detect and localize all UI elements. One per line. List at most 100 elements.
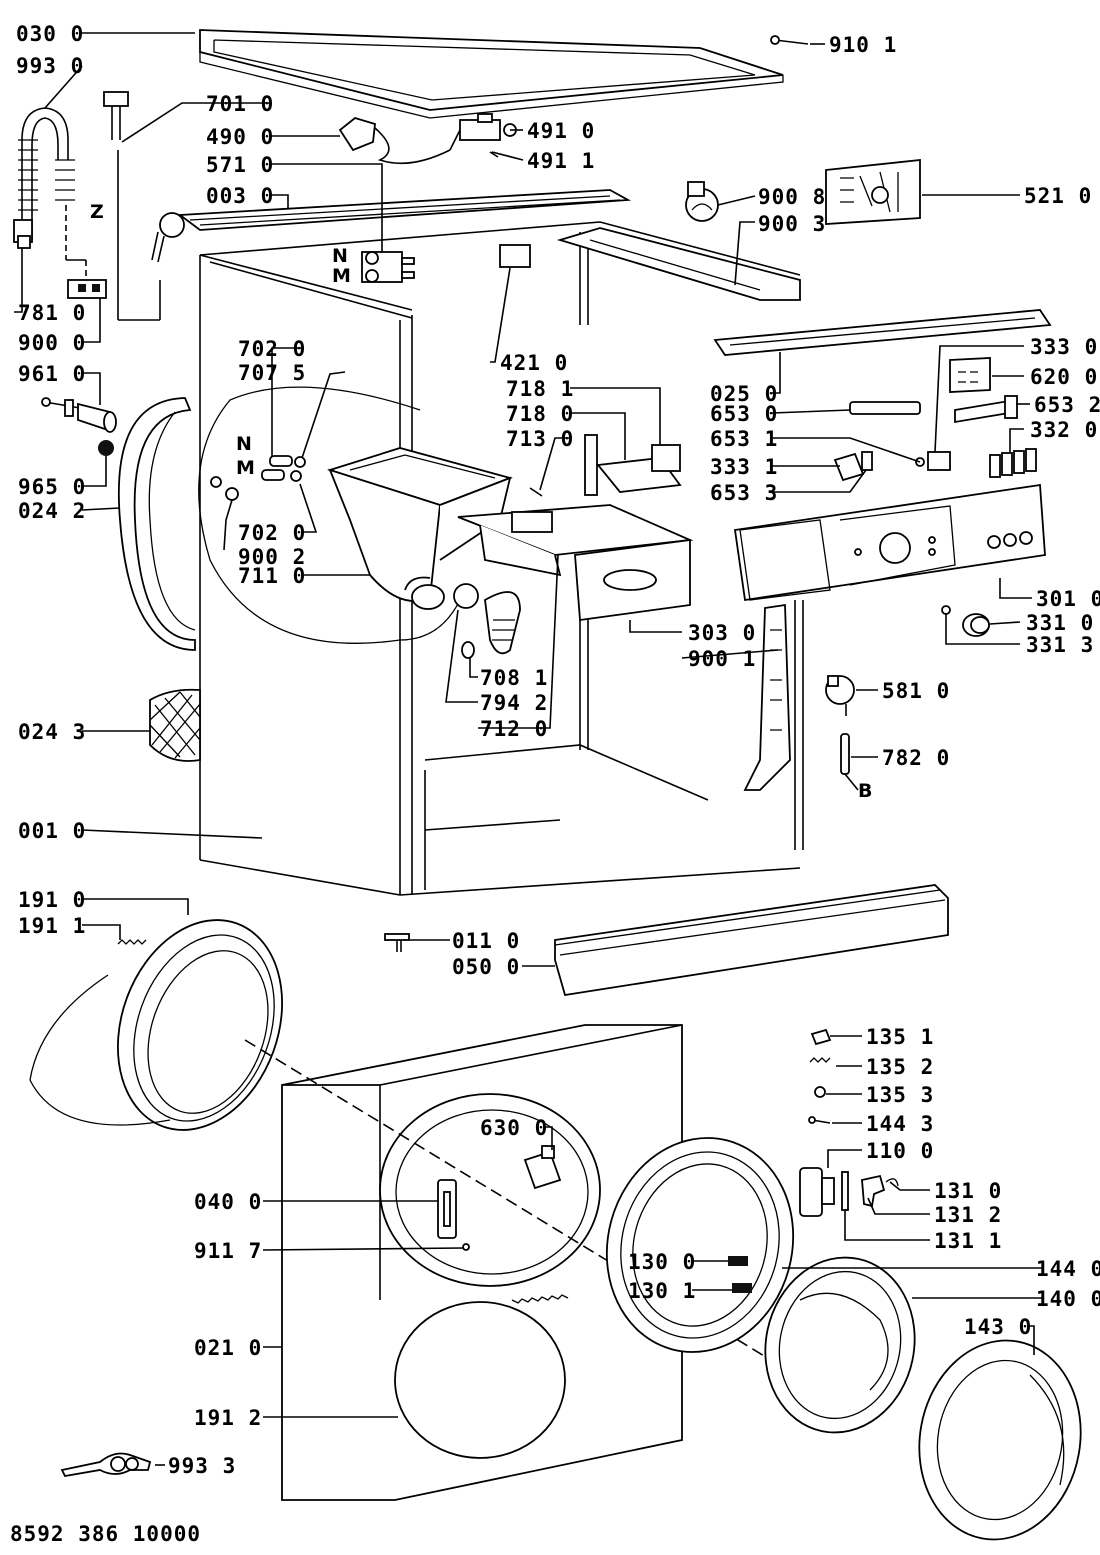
callout-701-0: 701 0: [206, 92, 274, 116]
callout-782-0: 782 0: [882, 746, 950, 770]
dispenser-small-parts: [529, 434, 682, 497]
callout-521-0: 521 0: [1024, 184, 1092, 208]
control-panel: [733, 483, 1046, 602]
callout-712-0: 712 0: [480, 717, 548, 741]
callout-135-3: 135 3: [866, 1083, 934, 1107]
marker-b: B: [858, 780, 872, 802]
knob-insert: [941, 605, 951, 615]
marker-m-valve: M: [332, 265, 351, 287]
screw-491-1: [489, 151, 499, 158]
knob: [962, 613, 990, 637]
door-latch: [523, 1145, 562, 1190]
rear-grid-cover: [149, 688, 201, 762]
callout-140-0: 140 0: [1036, 1287, 1100, 1311]
callout-781-0: 781 0: [18, 301, 86, 325]
part-130-1: [732, 1283, 752, 1293]
part-653-2: [954, 395, 1018, 424]
callout-993-3: 993 3: [168, 1454, 236, 1478]
pressure-switch: [825, 675, 855, 716]
callout-653-3: 653 3: [710, 481, 778, 505]
clamp-wire-spring: [511, 1294, 569, 1304]
callout-421-0: 421 0: [500, 351, 568, 375]
callout-911-7: 911 7: [194, 1239, 262, 1263]
marker-n-valve: N: [332, 245, 348, 267]
callout-491-1: 491 1: [527, 149, 595, 173]
screw-910: [770, 35, 809, 45]
power-cable: [338, 117, 461, 165]
callout-040-0: 040 0: [194, 1190, 262, 1214]
door-frame-inner: [605, 1137, 795, 1353]
callout-131-2: 131 2: [934, 1203, 1002, 1227]
cutaway-outline: [198, 386, 461, 644]
part-333-1: [833, 451, 873, 482]
callout-labels: 030 0 993 0 701 0 490 0 491 0 491 1 571 …: [16, 22, 1100, 1478]
callout-490-0: 490 0: [206, 125, 274, 149]
callout-713-0: 713 0: [506, 427, 574, 451]
screw-911-7: [462, 1243, 470, 1251]
door-bellows-gasket: [29, 919, 283, 1131]
door-glass: [764, 1256, 916, 1434]
callout-653-1: 653 1: [710, 427, 778, 451]
callout-620-0: 620 0: [1030, 365, 1098, 389]
part-782: [840, 733, 850, 775]
callout-131-1: 131 1: [934, 1229, 1002, 1253]
hose-and-clamp: [453, 583, 521, 659]
clip-900-0: [67, 279, 107, 299]
callout-333-1: 333 1: [710, 455, 778, 479]
part-653-0: [849, 401, 921, 415]
marker-m-fitting: M: [236, 457, 255, 479]
part-130-0: [728, 1256, 748, 1266]
callout-131-0: 131 0: [934, 1179, 1002, 1203]
callout-130-1: 130 1: [628, 1279, 696, 1303]
pump-part: [41, 397, 117, 433]
top-rail: [177, 189, 632, 231]
callout-900-8: 900 8: [758, 185, 826, 209]
part-620: [949, 357, 991, 393]
callout-965-0: 965 0: [18, 475, 86, 499]
adjustable-foot: [384, 933, 410, 952]
rear-rail-right: [556, 227, 801, 301]
panel-strip: [713, 309, 1052, 356]
callout-144-0: 144 0: [1036, 1257, 1100, 1281]
callout-794-2: 794 2: [480, 691, 548, 715]
callout-331-0: 331 0: [1026, 611, 1094, 635]
callout-993-0: 993 0: [16, 54, 84, 78]
callout-110-0: 110 0: [866, 1139, 934, 1163]
door-outer-ring: [918, 1339, 1082, 1541]
front-panel: [244, 1024, 821, 1501]
callout-301-0: 301 0: [1036, 587, 1100, 611]
callout-303-0: 303 0: [688, 621, 756, 645]
callout-191-1: 191 1: [18, 914, 86, 938]
callout-708-1: 708 1: [480, 666, 548, 690]
plinth: [554, 884, 949, 997]
valve-small: [151, 212, 185, 263]
top-lid: [199, 29, 784, 119]
callout-144-3: 144 3: [866, 1112, 934, 1136]
callout-191-0: 191 0: [18, 888, 86, 912]
callout-135-2: 135 2: [866, 1055, 934, 1079]
callout-025-0: 025 0: [710, 382, 778, 406]
callout-702-0-bottom: 702 0: [238, 521, 306, 545]
callout-571-0: 571 0: [206, 153, 274, 177]
service-spanner: [60, 1452, 152, 1477]
callout-191-2: 191 2: [194, 1406, 262, 1430]
leader-lines: [14, 32, 1042, 1466]
callout-331-3: 331 3: [1026, 633, 1094, 657]
marker-z: Z: [90, 201, 104, 223]
callout-900-1: 900 1: [688, 647, 756, 671]
rear-gasket: [117, 397, 196, 651]
document-number: 8592 386 10000: [10, 1522, 201, 1546]
callout-961-0: 961 0: [18, 362, 86, 386]
drain-hose-with-springs: [13, 107, 87, 280]
callout-910-1: 910 1: [829, 33, 897, 57]
dispenser-housing: [327, 447, 513, 610]
callout-050-0: 050 0: [452, 955, 520, 979]
callout-630-0: 630 0: [480, 1116, 548, 1140]
door-hinge: [437, 1179, 457, 1239]
control-board: [825, 158, 921, 225]
callout-581-0: 581 0: [882, 679, 950, 703]
callout-332-0: 332 0: [1030, 418, 1098, 442]
b-leader: [844, 773, 859, 791]
part-333-0: [927, 451, 951, 471]
